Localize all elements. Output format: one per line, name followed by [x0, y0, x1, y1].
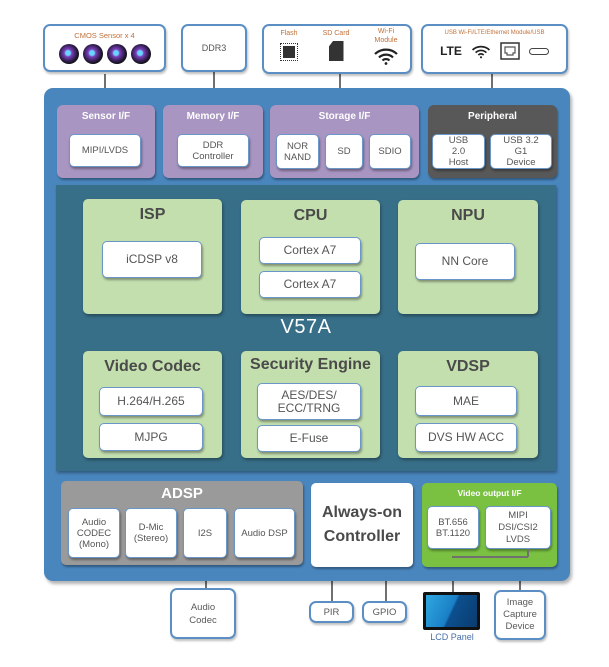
ddr-controller-box: DDR Controller [177, 134, 249, 167]
memory-if-title: Memory I/F [186, 111, 240, 122]
always-on-controller-block: Always-on Controller [311, 483, 413, 567]
storage-if-title: Storage I/F [318, 111, 371, 122]
image-capture-device-box: Image Capture Device [494, 590, 546, 640]
pir-label: PIR [323, 606, 340, 618]
video-output-if-block: Video output I/F BT.656 BT.1120 MIPI DSI… [422, 483, 557, 567]
gpio-label: GPIO [372, 606, 397, 618]
mae-box: MAE [415, 386, 517, 416]
sd-card-label: SD Card [322, 30, 350, 37]
cortex-a7-box-2: Cortex A7 [259, 271, 361, 298]
connector-gpio [385, 567, 387, 601]
ddr3-label: DDR3 [201, 43, 227, 53]
wifi-module-label: Wi-Fi Module [374, 28, 398, 44]
video-output-if-title: Video output I/F [457, 488, 522, 498]
connector-mipi-to-lcd [452, 556, 528, 558]
cpu-title: CPU [293, 207, 328, 224]
isp-block: ISP iCDSP v8 [83, 199, 222, 314]
ethernet-icon [500, 42, 520, 60]
d-mic-box: D-Mic (Stereo) [125, 508, 177, 558]
nor-nand-box: NOR NAND [276, 134, 319, 169]
wifi-module-device: Wi-Fi Module [364, 27, 408, 65]
isp-title: ISP [139, 206, 166, 223]
sd-box: SD [325, 134, 363, 169]
npu-block: NPU NN Core [398, 200, 538, 314]
wifi-icon [374, 48, 398, 65]
lcd-panel-label: LCD Panel [430, 632, 474, 642]
e-fuse-box: E-Fuse [257, 425, 361, 452]
audio-codec-box: Audio Codec [170, 588, 236, 639]
audio-codec-label: Audio Codec [189, 601, 217, 626]
camera-lens-icon [58, 44, 79, 64]
image-capture-device-label: Image Capture Device [503, 597, 537, 632]
peripheral-block: Peripheral USB 2.0 Host USB 3.2 G1 Devic… [428, 105, 557, 178]
security-engine-title: Security Engine [250, 356, 371, 373]
storage-devices-box: Flash SD Card Wi-Fi Module [262, 24, 412, 74]
lte-icon: LTE [440, 44, 462, 58]
adsp-block: ADSP Audio CODEC (Mono) D-Mic (Stereo) I… [61, 481, 303, 565]
usb2-host-box: USB 2.0 Host [432, 134, 485, 169]
sensor-if-block: Sensor I/F MIPI/LVDS [57, 105, 155, 178]
mipi-lvds-box: MIPI/LVDS [69, 134, 141, 167]
always-on-controller-title: Always-on Controller [321, 504, 402, 545]
wifi-icon [471, 45, 490, 58]
lcd-panel [423, 592, 480, 630]
npu-title: NPU [451, 207, 485, 224]
usb32-device-box: USB 3.2 G1 Device [490, 134, 552, 169]
camera-lens-icon [130, 44, 151, 64]
mjpg-box: MJPG [99, 423, 203, 451]
lcd-screen-icon [426, 595, 477, 627]
memory-if-block: Memory I/F DDR Controller [163, 105, 263, 178]
cmos-sensor-box: CMOS Sensor x 4 [43, 24, 166, 72]
icdsp-box: iCDSP v8 [102, 241, 202, 278]
flash-device: Flash [272, 30, 306, 61]
camera-lens-icon [82, 44, 103, 64]
sensor-if-title: Sensor I/F [81, 111, 131, 122]
camera-lens-icon [106, 44, 127, 64]
dvs-hw-acc-box: DVS HW ACC [415, 423, 517, 452]
video-codec-title: Video Codec [104, 358, 201, 375]
i2s-box: I2S [183, 508, 227, 558]
video-codec-block: Video Codec H.264/H.265 MJPG [83, 351, 222, 458]
cortex-a7-box-1: Cortex A7 [259, 237, 361, 264]
usb-module-label: USB Wi-Fi/LTE/Ethernet Module/USB [444, 30, 545, 36]
peripheral-title: Peripheral [468, 111, 517, 122]
connector-mipi-stub [527, 549, 529, 557]
connector-pir [331, 567, 333, 601]
chip-icon [280, 43, 298, 61]
audio-dsp-box: Audio DSP [234, 508, 295, 558]
storage-if-block: Storage I/F NOR NAND SD SDIO [270, 105, 419, 178]
vdsp-block: VDSP MAE DVS HW ACC [398, 351, 538, 458]
cmos-sensor-label: CMOS Sensor x 4 [74, 31, 135, 40]
usb-c-icon [528, 47, 549, 55]
chip-name-label: V57A [280, 316, 332, 338]
gpio-box: GPIO [362, 601, 407, 623]
audio-codec-mono-box: Audio CODEC (Mono) [68, 508, 120, 558]
adsp-title: ADSP [161, 485, 203, 502]
cpu-block: CPU Cortex A7 Cortex A7 [241, 200, 380, 314]
usb-module-box: USB Wi-Fi/LTE/Ethernet Module/USB LTE [421, 24, 568, 74]
ddr3-box: DDR3 [181, 24, 247, 72]
pir-box: PIR [309, 601, 354, 623]
mipi-dsi-csi2-lvds-box: MIPI DSI/CSI2 LVDS [485, 506, 551, 549]
flash-label: Flash [280, 30, 298, 37]
bt656-bt1120-box: BT.656 BT.1120 [427, 506, 479, 549]
sd-card-icon [328, 41, 344, 61]
vdsp-title: VDSP [446, 358, 490, 375]
aes-des-box: AES/DES/ ECC/TRNG [257, 383, 361, 420]
h264-h265-box: H.264/H.265 [99, 387, 203, 416]
nn-core-box: NN Core [415, 243, 515, 280]
sd-card-device: SD Card [316, 30, 356, 61]
security-engine-block: Security Engine AES/DES/ ECC/TRNG E-Fuse [241, 351, 380, 458]
sdio-box: SDIO [369, 134, 411, 169]
